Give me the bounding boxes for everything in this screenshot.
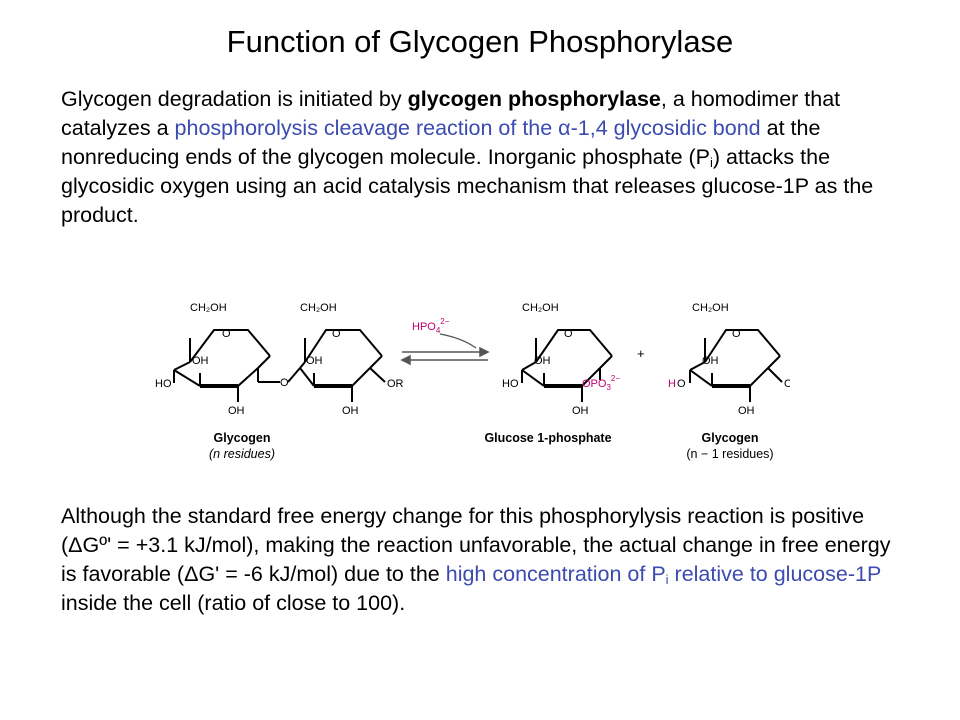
ch2oh-label-4: CH₂OH xyxy=(692,302,729,314)
paragraph-intro: Glycogen degradation is initiated by gly… xyxy=(61,85,906,230)
ring-oxygen-1: O xyxy=(222,328,231,340)
intro-text-1: Glycogen degradation is initiated by xyxy=(61,87,408,111)
glycogen-caption: Glycogen xyxy=(214,431,271,445)
thermo-highlight-1: high concentration of P xyxy=(445,562,666,586)
or-label-2: OR xyxy=(784,378,790,390)
ho-label-1: HO xyxy=(155,378,172,390)
o-label-black: O xyxy=(677,378,686,390)
intro-enzyme-name: glycogen phosphorylase xyxy=(407,87,661,111)
intro-highlight: phosphorolysis cleavage reaction of the … xyxy=(174,116,761,140)
glycogen2-caption: Glycogen xyxy=(702,431,759,445)
ch2oh-label-1: CH₂OH xyxy=(190,302,227,314)
hpo4-label: HPO42− xyxy=(412,317,450,335)
intro-text-2: , a homodimer that catalyzes a xyxy=(61,87,841,140)
glycogen-caption-sub: (n residues) xyxy=(209,447,275,461)
intro-text-4: ) attacks the glycosidic oxygen using an… xyxy=(61,145,874,227)
opo3-label: OPO32− xyxy=(582,374,620,392)
glucose-1-phosphate-ring xyxy=(521,329,613,402)
phosphate-attack-arrow xyxy=(439,333,477,349)
ring-oxygen-4: O xyxy=(732,328,741,340)
thermo-subscript-i: i xyxy=(665,572,669,587)
oh-label-3b: OH xyxy=(572,405,589,417)
oh-label-4b: OH xyxy=(738,405,755,417)
paragraph-thermodynamics: Although the standard free energy change… xyxy=(61,502,906,618)
ring-oxygen-2: O xyxy=(332,328,341,340)
thermo-text-2: inside the cell (ratio of close to 100). xyxy=(61,591,406,615)
oh-label-2a: OH xyxy=(306,355,323,367)
glycogen-ring-1 xyxy=(173,329,301,402)
glycogen-ring-3 xyxy=(689,329,783,402)
intro-subscript-i: i xyxy=(710,155,713,170)
ch2oh-label-3: CH₂OH xyxy=(522,302,559,314)
g1p-caption: Glucose 1-phosphate xyxy=(484,431,611,445)
or-label-1: OR xyxy=(387,378,404,390)
glycosidic-oxygen: O xyxy=(280,377,289,389)
ho-label-3: HO xyxy=(502,378,519,390)
thermo-highlight-2: relative to glucose-1P xyxy=(668,562,881,586)
intro-text-3: at the nonreducing ends of the glycogen … xyxy=(61,116,821,169)
glycogen2-caption-sub: (n − 1 residues) xyxy=(686,447,773,461)
oh-label-4a: OH xyxy=(702,355,719,367)
h-label-red: H xyxy=(668,378,676,390)
slide-title: Function of Glycogen Phosphorylase xyxy=(226,24,734,59)
plus-sign: + xyxy=(637,346,645,361)
glycogen-ring-2 xyxy=(299,329,386,402)
oh-label-2b: OH xyxy=(342,405,359,417)
ch2oh-label-2: CH₂OH xyxy=(300,302,337,314)
oh-label-1b: OH xyxy=(228,405,245,417)
oh-label-3a: OH xyxy=(534,355,551,367)
thermo-text-1: Although the standard free energy change… xyxy=(61,504,891,586)
oh-label-1a: OH xyxy=(192,355,209,367)
equilibrium-arrows xyxy=(400,346,490,366)
ring-oxygen-3: O xyxy=(564,328,573,340)
reaction-scheme: CH₂OH O OH HO OH O CH₂OH O OH OR OH CH₂O… xyxy=(155,302,790,461)
